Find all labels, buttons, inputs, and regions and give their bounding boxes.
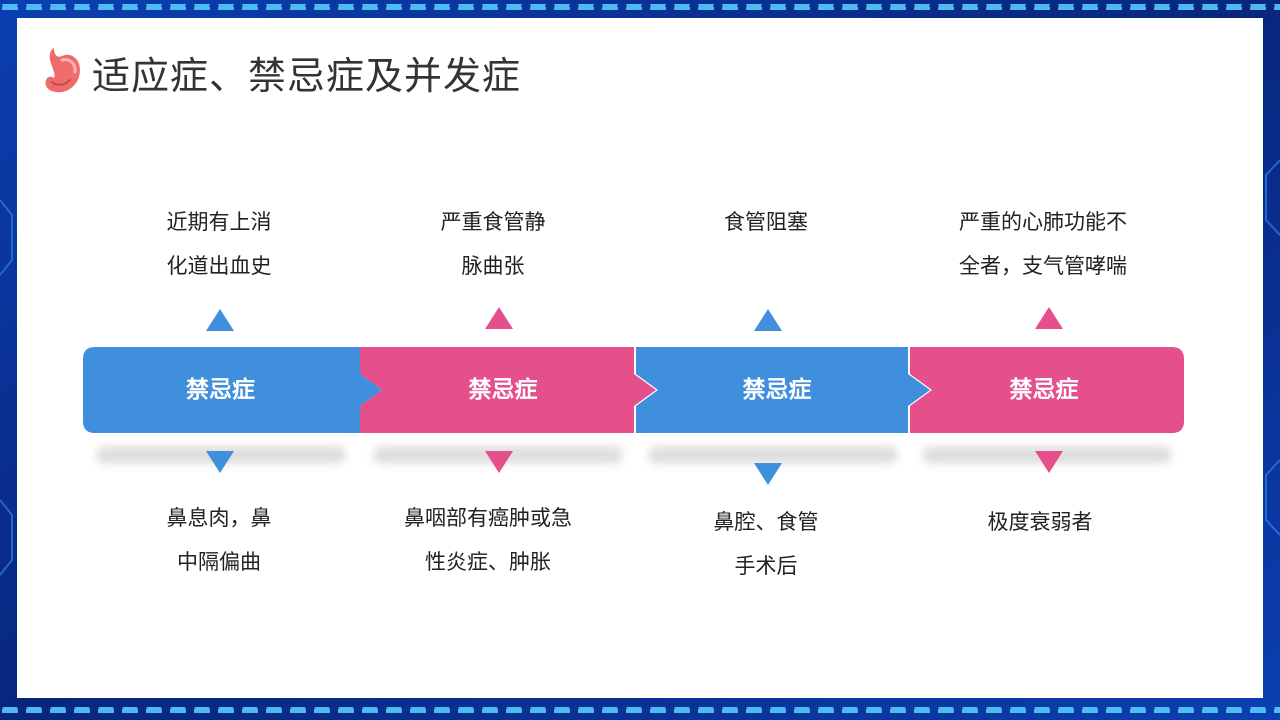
text-line: 严重的心肺功能不 <box>959 210 1127 234</box>
segment-label-1: 禁忌症 <box>186 377 255 403</box>
text-line: 近期有上消 <box>166 210 272 234</box>
text-line: 全者，支气管哮喘 <box>959 254 1127 278</box>
top-text-4: 严重的心肺功能不 全者，支气管哮喘 <box>913 200 1173 288</box>
segment-shadow <box>648 446 898 464</box>
stomach-icon <box>45 48 80 93</box>
text-line: 中隔偏曲 <box>177 550 261 574</box>
down-arrow-icon <box>485 451 513 473</box>
segment-label-4: 禁忌症 <box>1009 377 1079 403</box>
top-text-3: 食管阻塞 <box>636 200 896 244</box>
down-arrow-icon <box>1035 451 1063 473</box>
text-line: 脉曲张 <box>461 254 525 278</box>
text-line: 食管阻塞 <box>724 210 808 234</box>
text-line: 鼻腔、食管 <box>713 510 819 534</box>
up-arrow-icon <box>485 307 513 329</box>
down-arrow-icon <box>754 463 782 485</box>
segment-1-shape <box>83 347 358 433</box>
text-line: 严重食管静 <box>440 210 546 234</box>
text-line: 极度衰弱者 <box>987 510 1093 534</box>
bottom-text-1: 鼻息肉，鼻 中隔偏曲 <box>89 496 349 584</box>
segment-4-shape <box>910 347 1184 433</box>
header: 适应症、禁忌症及并发症 <box>40 44 521 100</box>
up-arrow-icon <box>1035 307 1063 329</box>
text-line: 化道出血史 <box>166 254 272 278</box>
page-title: 适应症、禁忌症及并发症 <box>92 53 522 98</box>
bottom-text-2: 鼻咽部有癌肿或急 性炎症、肿胀 <box>358 496 618 584</box>
segment-2-notch <box>358 347 382 433</box>
text-line: 鼻息肉，鼻 <box>166 506 272 530</box>
up-arrow-icon <box>754 309 782 331</box>
text-line: 手术后 <box>734 554 798 578</box>
text-line: 性炎症、肿胀 <box>425 550 551 574</box>
bottom-text-4: 极度衰弱者 <box>910 500 1170 544</box>
segment-label-2: 禁忌症 <box>468 377 538 403</box>
segment-2-shape <box>360 347 656 433</box>
bottom-text-3: 鼻腔、食管 手术后 <box>636 500 896 588</box>
up-arrow-icon <box>206 309 234 331</box>
down-arrow-icon <box>206 451 234 473</box>
segment-3-shape <box>636 347 930 433</box>
segment-label-3: 禁忌症 <box>742 377 812 403</box>
top-text-1: 近期有上消 化道出血史 <box>89 200 349 288</box>
top-text-2: 严重食管静 脉曲张 <box>363 200 623 288</box>
text-line: 鼻咽部有癌肿或急 <box>404 506 572 530</box>
